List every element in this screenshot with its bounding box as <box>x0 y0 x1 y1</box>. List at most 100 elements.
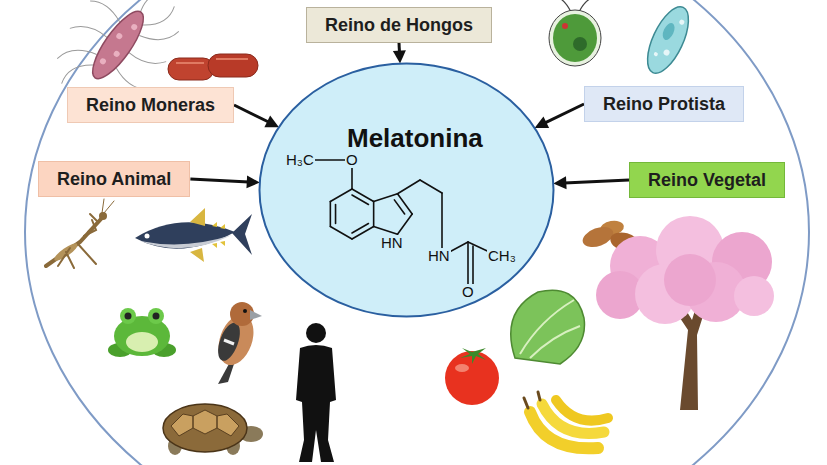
arrow-shaft <box>564 180 629 183</box>
almonds-part <box>580 223 616 251</box>
arrow-head <box>246 175 259 188</box>
green-protist-part <box>562 23 568 29</box>
bananas-part <box>524 392 540 408</box>
tomato-part <box>460 348 486 364</box>
chemical-bond <box>330 202 332 227</box>
tortoise-part <box>171 410 239 436</box>
tuna-part <box>190 208 205 262</box>
chemical-bond <box>441 193 443 256</box>
rod-bacteria <box>168 54 258 80</box>
arrow-head <box>393 50 406 63</box>
tuna-part <box>232 214 252 255</box>
chemical-bond <box>352 224 368 234</box>
atom-label: O <box>345 152 359 168</box>
arrow-connector <box>234 105 279 127</box>
arrow-connector <box>393 43 406 64</box>
blossom-tree <box>596 216 774 410</box>
frog <box>108 308 176 357</box>
tortoise-part <box>163 404 247 452</box>
chemical-bond <box>352 227 374 240</box>
human-silhouette-part <box>296 345 336 462</box>
ellipse-outline <box>258 62 555 318</box>
flagellated-bacterium-part <box>115 32 123 40</box>
arrow-connector <box>190 175 259 188</box>
kingdom-label: Reino Protista <box>603 93 725 115</box>
paramecium-part <box>663 49 671 57</box>
atom-label: O <box>461 284 475 300</box>
bird <box>212 302 262 384</box>
chemical-bond <box>420 180 442 193</box>
chemical-bond <box>398 194 413 214</box>
lettuce-part <box>511 290 585 364</box>
blossom-tree-part <box>734 276 774 316</box>
chemical-bond <box>352 195 368 205</box>
green-protist-part <box>549 10 601 66</box>
kingdom-box: Reino Protista <box>584 86 744 122</box>
flagellated-bacterium-part <box>99 57 107 65</box>
chemical-bond <box>330 189 352 202</box>
mantis-part <box>102 199 114 213</box>
kingdom-box: Reino de Hongos <box>306 7 492 43</box>
frog-part <box>148 308 164 324</box>
bird-part <box>224 340 234 344</box>
atom-label: HN <box>427 248 451 264</box>
kingdom-label: Reino Animal <box>57 168 171 190</box>
green-protist-part <box>573 37 587 51</box>
tomato-part <box>455 364 469 372</box>
blossom-tree-part <box>664 254 716 306</box>
mantis-part <box>99 212 107 220</box>
tomato <box>445 348 499 405</box>
chemical-bond <box>374 227 398 235</box>
frog-part <box>125 313 132 320</box>
mantis <box>46 199 114 268</box>
flagellated-bacterium-part <box>84 5 151 85</box>
rod-bacteria-part <box>168 58 214 80</box>
human-silhouette-part <box>306 323 326 343</box>
chemical-bond <box>335 205 337 224</box>
paramecium-part <box>639 1 697 79</box>
tuna-part <box>140 235 232 248</box>
frog-part <box>120 308 136 324</box>
frog-part <box>126 332 158 352</box>
paramecium-part <box>660 21 677 42</box>
lettuce-part <box>520 300 580 358</box>
arrow-head <box>535 116 550 128</box>
flagellated-bacterium-part <box>130 23 138 31</box>
flagellated-bacterium-part <box>113 50 121 58</box>
kingdom-label: Reino de Hongos <box>325 14 473 36</box>
melatonin-ellipse: MelatoninaH₃COHNHNCH₃O <box>258 62 555 318</box>
paramecium <box>639 1 697 79</box>
tuna <box>135 208 252 262</box>
ellipse-shape <box>260 64 554 317</box>
tuna-part <box>135 222 235 248</box>
atom-label: H₃C <box>285 152 315 168</box>
bananas-part <box>556 400 608 421</box>
bird-part <box>218 362 234 384</box>
arrow-connector <box>553 176 629 189</box>
arrow-head <box>264 116 279 128</box>
chemical-bond <box>330 227 352 240</box>
frog-part <box>114 316 170 356</box>
kingdom-box: Reino Vegetal <box>629 162 785 198</box>
kingdom-box: Reino Moneras <box>67 87 234 123</box>
green-protist <box>546 0 605 66</box>
paramecium-part <box>653 52 658 57</box>
kingdom-box: Reino Animal <box>38 161 190 197</box>
human-silhouette <box>296 323 336 462</box>
outer-circle <box>25 0 809 465</box>
paramecium-part <box>679 19 686 26</box>
mantis-part <box>58 244 96 268</box>
bird-part <box>214 320 245 364</box>
atom-label: HN <box>380 235 404 251</box>
arrow-connector <box>535 104 584 128</box>
mantis-part <box>84 214 98 236</box>
chemical-bond <box>373 202 375 227</box>
kingdom-label: Reino Moneras <box>86 94 215 116</box>
chemical-bond <box>398 214 413 234</box>
arrow-head <box>553 176 566 189</box>
bird-part <box>243 309 247 313</box>
bananas <box>524 392 608 448</box>
rod-bacteria-part <box>208 54 258 77</box>
